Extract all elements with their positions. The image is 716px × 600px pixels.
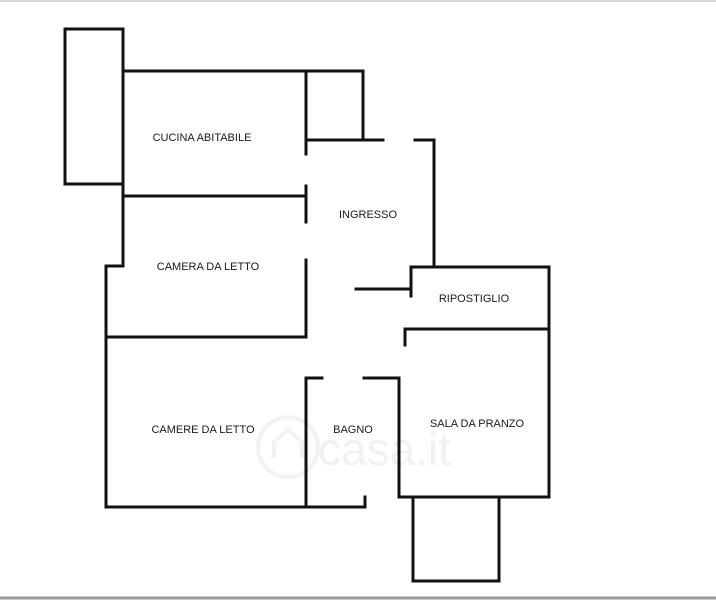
bedroom-step	[104, 264, 125, 509]
bathroom-walls	[304, 376, 324, 509]
room-label-cucina: CUCINA ABITABILE	[153, 132, 252, 144]
room-label-camere: CAMERE DA LETTO	[151, 424, 255, 436]
kitchen-walls	[121, 69, 365, 142]
room-label-ripostiglio: RIPOSTIGLIO	[439, 293, 510, 305]
room-label-camera: CAMERA DA LETTO	[157, 261, 260, 273]
room-label-bagno: BAGNO	[333, 424, 373, 436]
balcony-left	[63, 27, 125, 186]
balcony-bottom	[411, 495, 501, 583]
watermark-logo-icon	[256, 415, 320, 479]
room-labels: CUCINA ABITABILE INGRESSO CAMERA DA LETT…	[151, 132, 524, 436]
room-label-ingresso: INGRESSO	[339, 209, 398, 221]
bathroom-bottom-step	[104, 495, 367, 509]
watermark-house-icon	[272, 427, 304, 458]
room-label-sala: SALA DA PRANZO	[430, 418, 525, 430]
walls	[63, 27, 551, 583]
watermark-text: casa.it	[318, 423, 451, 475]
storage-walls	[403, 265, 551, 347]
watermark: casa.it	[256, 415, 451, 479]
